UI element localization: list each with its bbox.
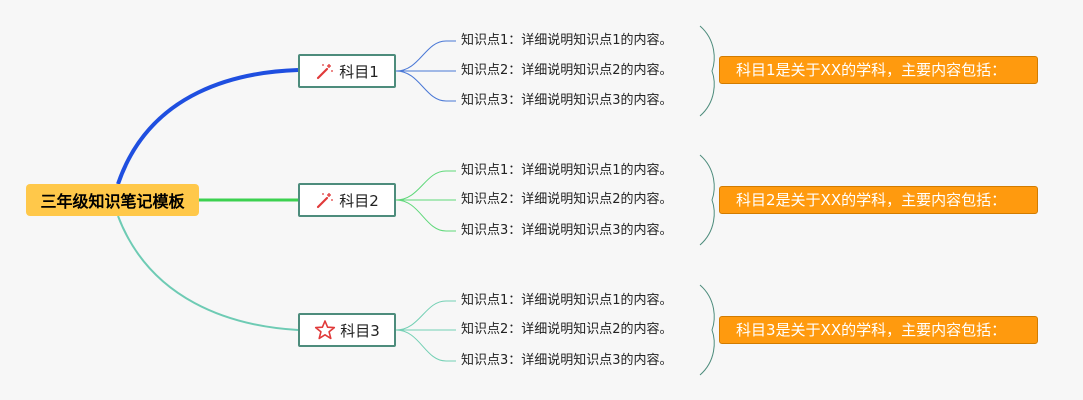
knowledge-point-1-2[interactable]: 知识点2：详细说明知识点2的内容。 xyxy=(461,63,673,78)
subject-summary-1[interactable]: 科目1是关于XX的学科，主要内容包括： xyxy=(719,56,1038,84)
knowledge-point-2-2[interactable]: 知识点2：详细说明知识点2的内容。 xyxy=(461,192,673,207)
knowledge-point-1-3[interactable]: 知识点3：详细说明知识点3的内容。 xyxy=(461,93,673,108)
child-line-2-1 xyxy=(395,170,456,201)
magic-wand-icon xyxy=(315,61,335,81)
child-line-3-1 xyxy=(395,300,456,331)
summary-bracket-3 xyxy=(699,284,715,376)
knowledge-point-3-2[interactable]: 知识点2：详细说明知识点2的内容。 xyxy=(461,322,673,337)
subject-summary-2[interactable]: 科目2是关于XX的学科，主要内容包括： xyxy=(719,186,1038,214)
root-topic[interactable]: 三年级知识笔记模板 xyxy=(26,184,199,216)
subject-label: 科目2 xyxy=(339,191,379,210)
subject-node-3[interactable]: 科目3 xyxy=(298,313,396,347)
subject-node-1[interactable]: 科目1 xyxy=(298,54,396,88)
summary-bracket-1 xyxy=(699,25,715,117)
child-line-1-3 xyxy=(395,70,456,102)
subject-label: 科目1 xyxy=(339,62,379,81)
knowledge-point-2-1[interactable]: 知识点1：详细说明知识点1的内容。 xyxy=(461,163,673,178)
star-icon xyxy=(314,319,336,341)
subject-label: 科目3 xyxy=(340,321,380,340)
subject-node-2[interactable]: 科目2 xyxy=(298,183,396,217)
branch-subject-1 xyxy=(116,68,299,185)
child-line-2-3 xyxy=(395,199,456,232)
branch-subject-3 xyxy=(117,215,299,331)
knowledge-point-3-1[interactable]: 知识点1：详细说明知识点1的内容。 xyxy=(461,293,673,308)
knowledge-point-2-3[interactable]: 知识点3：详细说明知识点3的内容。 xyxy=(461,223,673,238)
magic-wand-icon xyxy=(315,190,335,210)
child-line-1-1 xyxy=(395,40,456,72)
knowledge-point-3-3[interactable]: 知识点3：详细说明知识点3的内容。 xyxy=(461,353,673,368)
knowledge-point-1-1[interactable]: 知识点1：详细说明知识点1的内容。 xyxy=(461,33,673,48)
child-line-3-3 xyxy=(395,329,456,362)
subject-summary-3[interactable]: 科目3是关于XX的学科，主要内容包括： xyxy=(719,316,1038,344)
summary-bracket-2 xyxy=(699,154,715,246)
